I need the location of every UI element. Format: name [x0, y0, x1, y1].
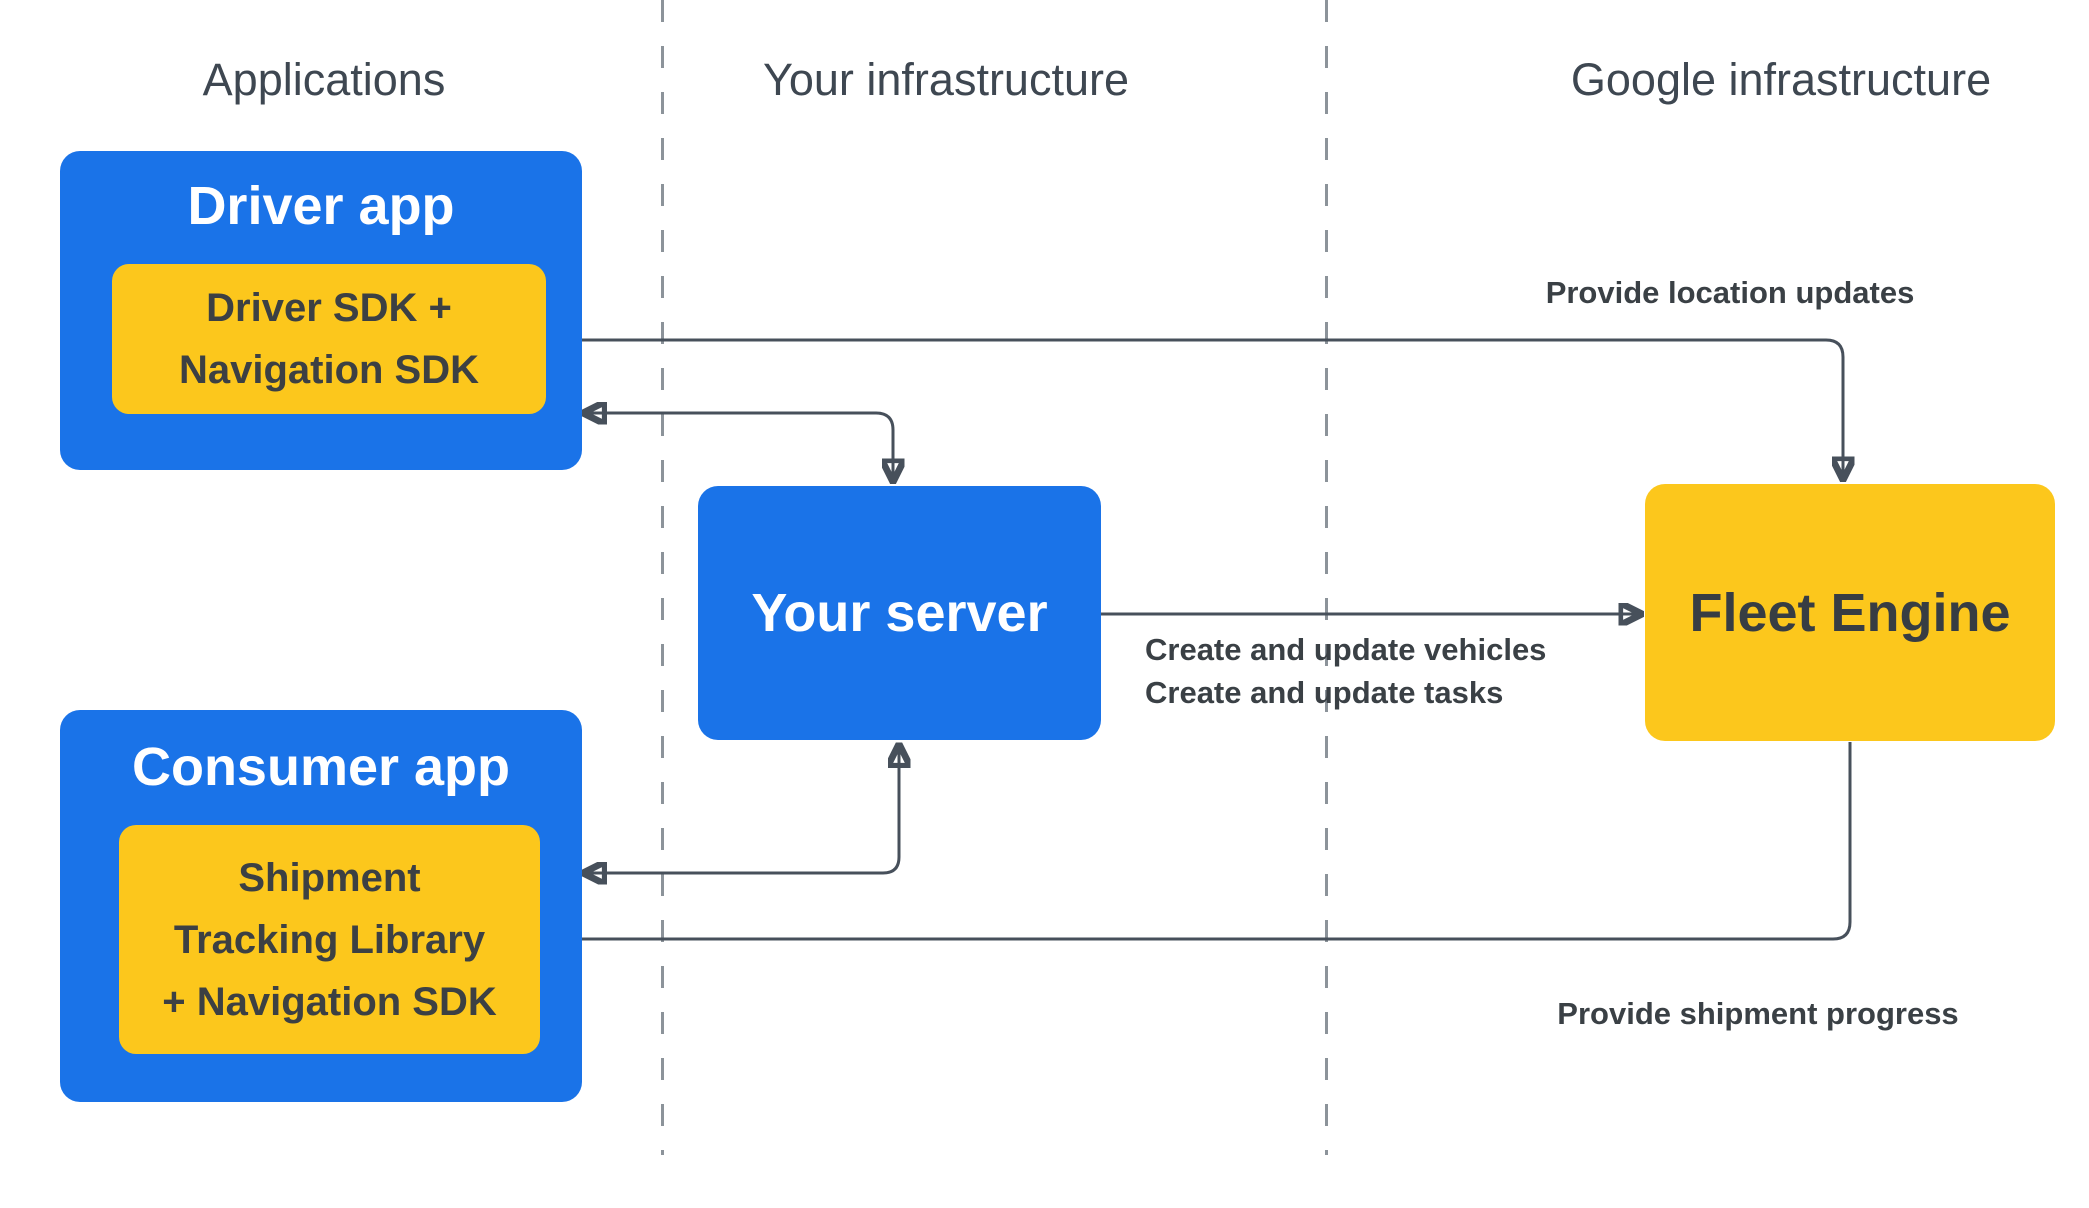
shipment-tracking-line-3: + Navigation SDK: [162, 979, 497, 1024]
column-header-applications: Applications: [202, 54, 446, 105]
shipment-tracking-label: Shipment Tracking Library + Navigation S…: [162, 847, 497, 1033]
edge-driver-app-your-server: [585, 413, 893, 480]
column-divider-right: [1325, 0, 1328, 1155]
shipment-tracking-line-1: Shipment: [238, 855, 421, 900]
driver-sdk-line-1: Driver SDK +: [206, 286, 452, 330]
edge-label-create-vehicles: Create and update vehicles: [1145, 632, 1547, 667]
edge-label-create-update: Create and update vehicles Create and up…: [1145, 628, 1546, 714]
edge-consumer-app-your-server: [585, 746, 899, 873]
column-header-google-infrastructure: Google infrastructure: [1570, 54, 1992, 105]
node-shipment-tracking-library: Shipment Tracking Library + Navigation S…: [119, 825, 540, 1054]
edge-label-provide-shipment-progress: Provide shipment progress: [1557, 996, 1959, 1031]
node-driver-sdk: Driver SDK + Navigation SDK: [112, 264, 546, 414]
driver-sdk-label: Driver SDK + Navigation SDK: [179, 277, 479, 401]
consumer-app-title: Consumer app: [131, 737, 511, 797]
driver-sdk-line-2: Navigation SDK: [178, 348, 480, 392]
driver-app-title: Driver app: [187, 176, 455, 236]
your-server-title: Your server: [751, 583, 1048, 643]
node-fleet-engine: Fleet Engine: [1645, 484, 2055, 741]
column-divider-left: [661, 0, 664, 1155]
shipment-tracking-line-2: Tracking Library: [173, 917, 486, 962]
edge-fleet-engine-consumer-sdk: [547, 742, 1852, 939]
edge-driver-sdk-fleet-engine: [548, 340, 1843, 478]
node-your-server: Your server: [698, 486, 1101, 740]
edge-label-create-tasks: Create and update tasks: [1145, 675, 1504, 710]
fleet-engine-title: Fleet Engine: [1689, 582, 2011, 643]
edge-label-provide-location-updates: Provide location updates: [1545, 275, 1915, 310]
column-header-your-infrastructure: Your infrastructure: [762, 54, 1130, 105]
